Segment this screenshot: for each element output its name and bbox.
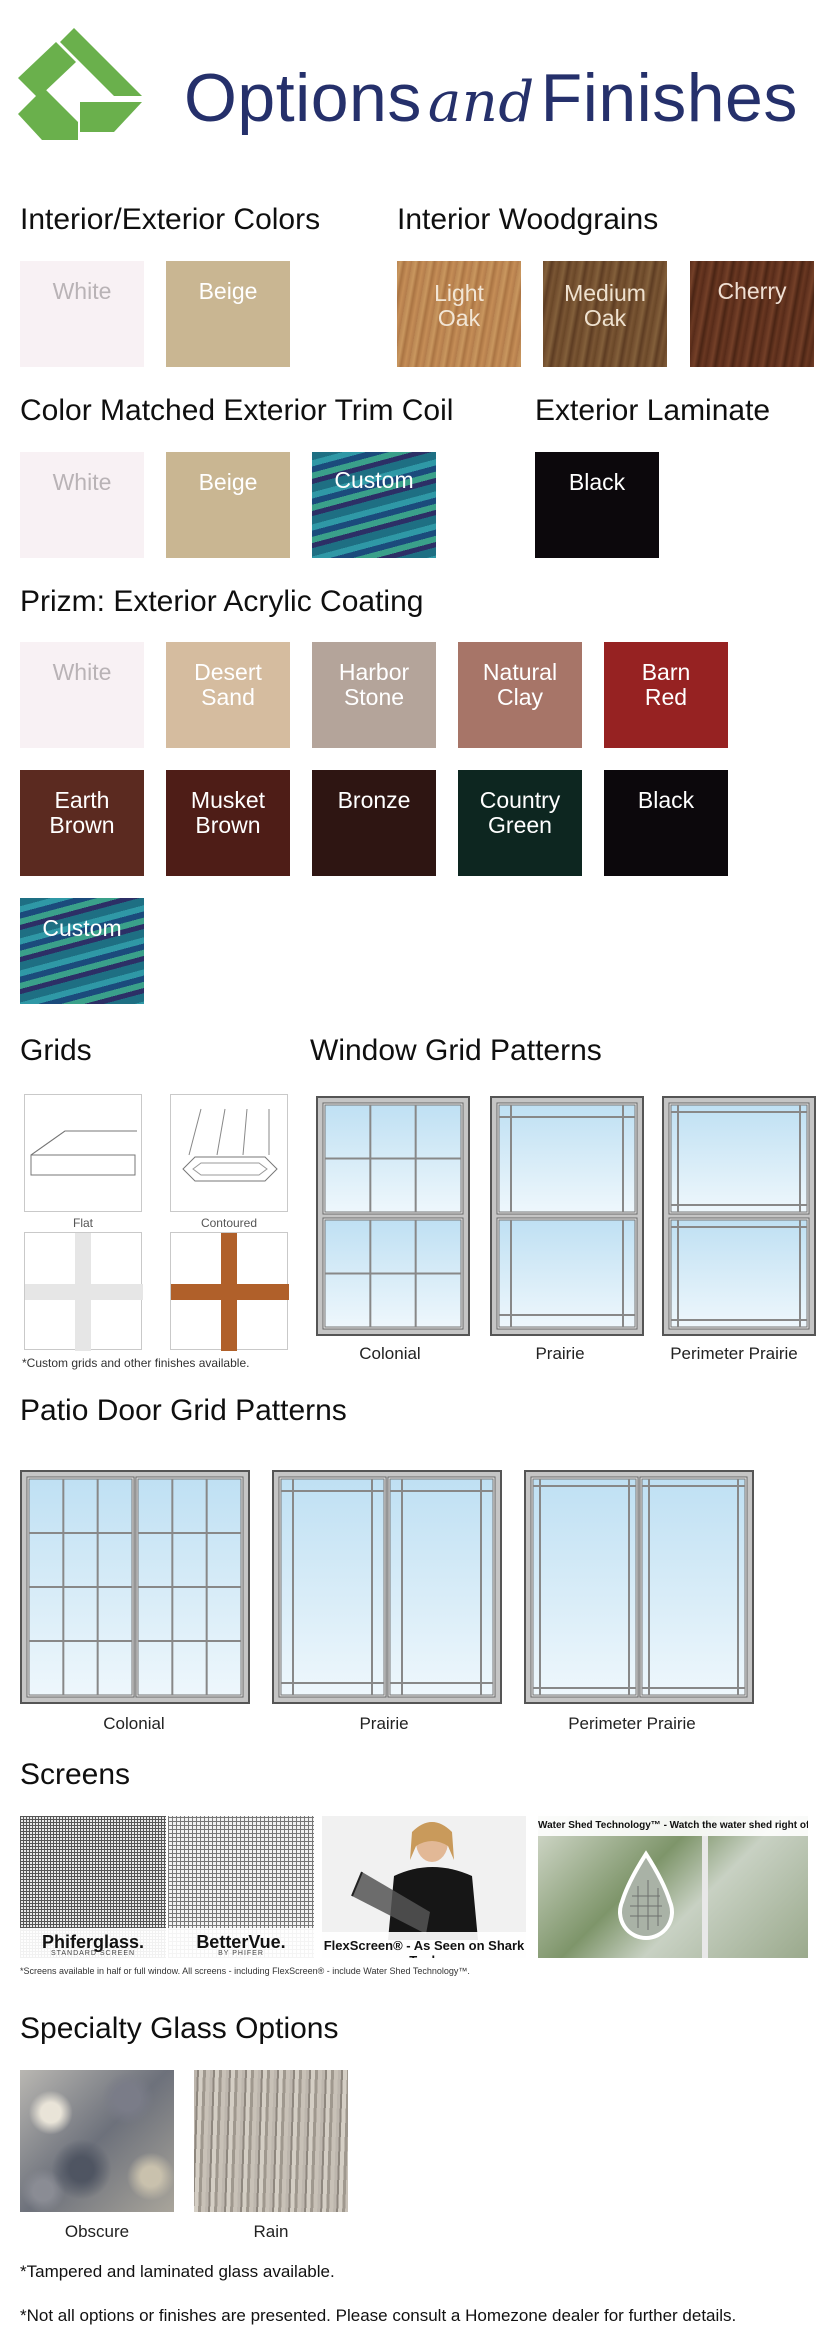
window-colonial-diagram (316, 1096, 470, 1336)
window-prairie-diagram (490, 1096, 644, 1336)
section-title-grids: Grids (20, 1034, 92, 1067)
flexscreen-label: FlexScreen® - As Seen on Shark Tank (322, 1932, 526, 1958)
swatch-trim-custom: Custom (312, 452, 436, 558)
section-title-glass: Specialty Glass Options (20, 2012, 339, 2045)
screens-note: *Screens available in half or full windo… (20, 1966, 470, 1976)
swatch-trim-beige: Beige (166, 452, 290, 558)
grid-flat-caption: Flat (72, 1216, 93, 1230)
patio-prairie-diagram (272, 1470, 502, 1704)
section-title-int-ext-colors: Interior/Exterior Colors (20, 203, 321, 236)
section-title-laminate: Exterior Laminate (535, 394, 771, 427)
patio-caption-colonial: Colonial (103, 1714, 165, 1733)
screen-flexscreen-image: FlexScreen® - As Seen on Shark Tank (322, 1816, 526, 1958)
grid-contoured-diagram (170, 1094, 288, 1212)
section-title-screens: Screens (20, 1758, 131, 1791)
section-title-trim-coil: Color Matched Exterior Trim Coil (20, 394, 454, 427)
patio-caption-perimeter-prairie: Perimeter Prairie (568, 1714, 696, 1733)
grid-contoured-caption: Contoured (200, 1216, 258, 1230)
homezone-logo-icon (18, 28, 142, 140)
grids-note: *Custom grids and other finishes availab… (22, 1356, 250, 1370)
glass-rain-sample (194, 2070, 348, 2212)
window-caption-prairie: Prairie (535, 1344, 585, 1363)
grid-white-cross (24, 1232, 143, 1351)
grid-flat-diagram (24, 1094, 142, 1212)
window-caption-perimeter-prairie: Perimeter Prairie (670, 1344, 798, 1363)
swatch-cherry: Cherry (690, 261, 814, 367)
swatch-beige: Beige (166, 261, 290, 367)
section-title-patio-grid: Patio Door Grid Patterns (20, 1394, 347, 1427)
watershed-label: Water Shed Technology™ - Watch the water… (538, 1816, 808, 1836)
screen-phiferglass-image: Phiferglass. STANDARD SCREEN (20, 1816, 166, 1958)
grid-woodgrain-cross (170, 1232, 289, 1351)
swatch-white: White (20, 261, 144, 367)
section-title-woodgrains: Interior Woodgrains (397, 203, 659, 236)
screen-watershed-image: Water Shed Technology™ - Watch the water… (538, 1816, 808, 1958)
footer-note-dealer: *Not all options or finishes are present… (20, 2306, 737, 2325)
prizm-swatch: Custom (20, 898, 144, 1004)
patio-colonial-diagram (20, 1470, 250, 1704)
prizm-swatch: Bronze (312, 770, 436, 876)
screen-bettervue-image: BetterVue. BY PHIFER (168, 1816, 314, 1958)
section-title-window-grid: Window Grid Patterns (310, 1034, 602, 1067)
swatch-laminate-black: Black (535, 452, 659, 558)
prizm-swatch: Black (604, 770, 728, 876)
swatch-trim-white: White (20, 452, 144, 558)
glass-rain-caption: Rain (253, 2222, 289, 2241)
section-title-prizm: Prizm: Exterior Acrylic Coating (20, 585, 424, 618)
woman-holding-screen-icon (351, 1822, 478, 1940)
window-caption-colonial: Colonial (359, 1344, 421, 1363)
patio-caption-prairie: Prairie (359, 1714, 409, 1733)
footer-note-glass: *Tampered and laminated glass available. (20, 2262, 335, 2281)
bettervue-label: BetterVue. (168, 1928, 314, 1958)
glass-obscure-caption: Obscure (64, 2222, 130, 2241)
phiferglass-label: Phiferglass. (20, 1928, 166, 1958)
patio-perimeter-prairie-diagram (524, 1470, 754, 1704)
glass-obscure-sample (20, 2070, 174, 2212)
window-perimeter-prairie-diagram (662, 1096, 816, 1336)
water-drop-icon (618, 1836, 708, 1958)
prizm-swatch: White (20, 642, 144, 748)
